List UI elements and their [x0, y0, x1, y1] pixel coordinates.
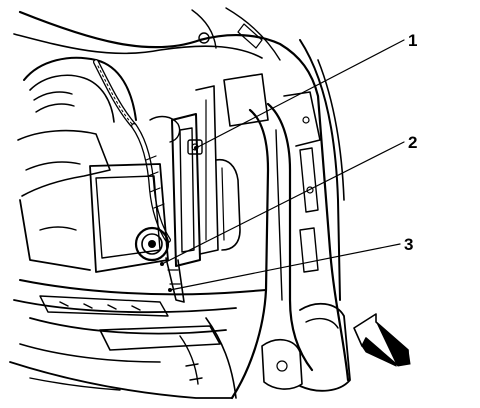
wiring-harness: [93, 59, 181, 243]
callout-3: 3: [404, 235, 413, 254]
leader-dot-3: [168, 288, 172, 292]
right-body-edge: [261, 39, 351, 392]
leader-line-2: [161, 141, 405, 265]
mounting-bracket: [165, 85, 219, 303]
cargo-floor: [9, 279, 267, 399]
inner-trim-panel: [89, 73, 269, 273]
leader-line-1: [195, 39, 405, 149]
leader-dot-2: [160, 262, 164, 266]
leader-line-3: [169, 243, 401, 291]
leader-lines: [160, 39, 405, 292]
rear-pillar: [230, 91, 321, 400]
callout-2: 2: [408, 133, 417, 152]
callout-1: 1: [408, 31, 417, 50]
round-component: [134, 226, 170, 262]
leader-dot-1: [194, 146, 198, 150]
left-quarter-panel: [17, 56, 137, 271]
body-shell: [13, 7, 350, 382]
callout-labels: 1 2 3: [404, 31, 417, 254]
direction-arrow-icon: [353, 313, 411, 367]
